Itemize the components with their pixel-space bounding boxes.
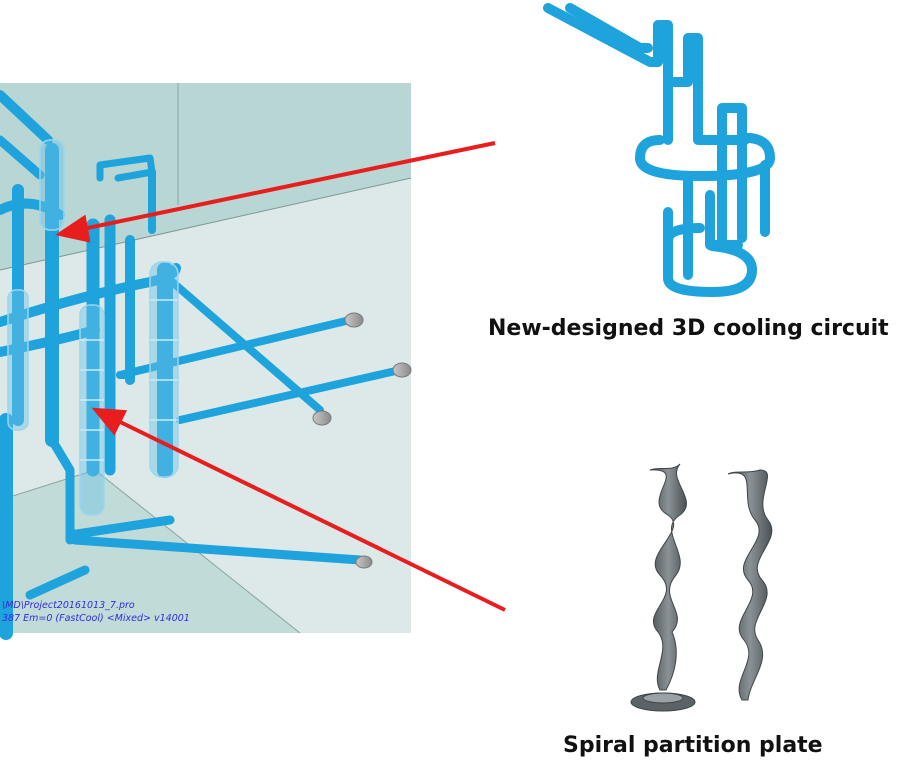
arrows [54, 141, 506, 612]
arrow-circuit [77, 141, 496, 232]
cad-pipes [0, 90, 404, 640]
caption-cooling-circuit: New-designed 3D cooling circuit [488, 316, 889, 341]
cad-path-text: \MD\Project20161013_7.pro [2, 600, 135, 611]
arrow-circuit-head [54, 214, 91, 243]
cad-pipe-caps [312, 312, 412, 569]
arrow-spiral-head [91, 407, 128, 436]
cad-viewport [0, 83, 412, 640]
cad-sleeves [7, 139, 179, 516]
spiral-partition-plate-illustration [630, 463, 773, 712]
cooling-circuit-illustration [543, 3, 775, 297]
caption-spiral-plate: Spiral partition plate [563, 733, 823, 758]
arrow-spiral [111, 416, 506, 612]
cad-sleeve-rings [80, 299, 178, 461]
cad-status-text: 387 Em=0 (FastCool) <Mixed> v14001 [2, 613, 190, 624]
